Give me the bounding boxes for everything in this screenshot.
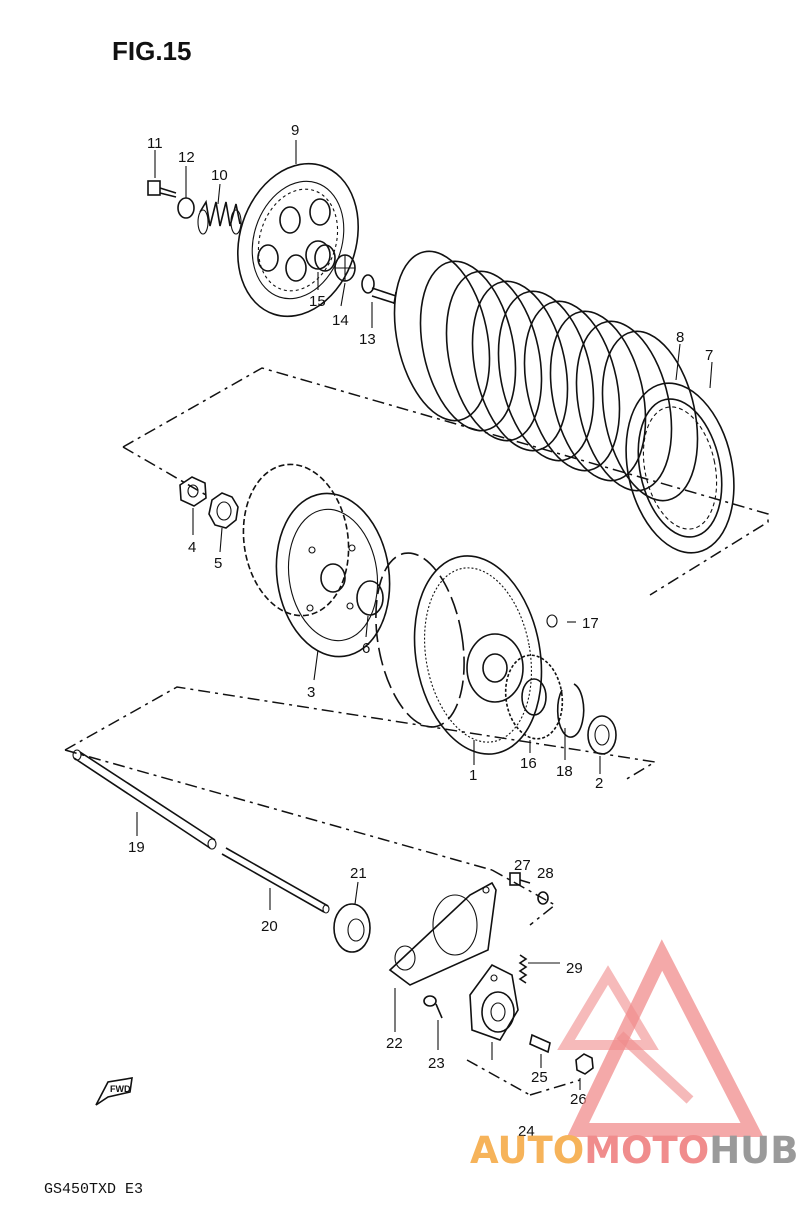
part-label: 8: [676, 329, 684, 346]
clutch-sleeve-hub-nut: [179, 476, 207, 507]
adjusting-screw: [529, 1033, 551, 1054]
part-label: 17: [582, 615, 599, 632]
part-label: 9: [291, 122, 299, 139]
plate-stack: [393, 250, 735, 554]
oil-pump-drive-gear: [504, 654, 564, 740]
part-label: 25: [531, 1069, 548, 1086]
part-label: 28: [537, 865, 554, 882]
clutch-push-rod-short: [221, 847, 330, 914]
part-label: 19: [128, 839, 145, 856]
part-label: 16: [520, 755, 537, 772]
forward-arrow-icon: FWD: [95, 1077, 133, 1106]
part-label: 26: [570, 1091, 587, 1108]
clutch-release-gasket: [388, 881, 497, 986]
part-label: 29: [566, 960, 583, 977]
primary-driven-gear-assembly: [375, 552, 558, 755]
part-label: 14: [332, 312, 349, 329]
lock-nut-26: [575, 1053, 594, 1075]
part-label: 20: [261, 918, 278, 935]
part-label: 23: [428, 1055, 445, 1072]
screw-23: [423, 995, 443, 1019]
automotohub-logo: [557, 939, 764, 1137]
group-boundaries: [64, 367, 769, 1096]
part-label: 3: [307, 684, 315, 701]
watermark-part1: AUTO: [470, 1129, 584, 1172]
part-label: 10: [211, 167, 228, 184]
oil-seal: [333, 903, 371, 953]
clutch-release-assembly: [469, 963, 519, 1041]
part-label: 24: [518, 1123, 535, 1140]
part-label: 11: [147, 135, 163, 152]
figure-title: FIG.15: [112, 36, 191, 66]
watermark-text: AUTOMOTOHUB: [470, 1129, 798, 1172]
screw-27: [509, 872, 531, 886]
thrust-washer: [356, 580, 384, 616]
part-label: 12: [178, 149, 195, 166]
washer-28: [537, 891, 549, 905]
spring-bolt: [147, 180, 177, 198]
watermark-part3: HUB: [709, 1129, 798, 1172]
watermark-part2: MOTO: [584, 1129, 709, 1172]
part-label: 13: [359, 331, 376, 348]
clutch-spring: [197, 199, 242, 235]
part-label: 2: [595, 775, 603, 792]
clutch-sleeve-hub: [242, 463, 391, 658]
part-label: 6: [362, 640, 370, 657]
part-label: 27: [514, 857, 531, 874]
model-code: GS450TXD E3: [44, 1181, 143, 1198]
release-rack: [361, 274, 397, 305]
washer-2: [587, 715, 617, 755]
spring-washer: [177, 197, 195, 219]
part-label: 18: [556, 763, 573, 780]
return-spring: [518, 954, 528, 984]
lock-washer: [208, 492, 239, 529]
release-bearing: [334, 254, 356, 282]
part-label: 4: [188, 539, 196, 556]
fwd-label: FWD: [110, 1084, 131, 1094]
part-label: 1: [469, 767, 477, 784]
part-labels: 11 12 10 9 15 14 13 8 7 4 5 6 3 17 1 16 …: [128, 122, 713, 1140]
part-label: 21: [350, 865, 367, 882]
part-label: 22: [386, 1035, 403, 1052]
part-label: 7: [705, 347, 713, 364]
circlip: [556, 683, 585, 738]
part-label: 15: [309, 293, 326, 310]
part-label: 5: [214, 555, 222, 572]
pressure-plate: [237, 162, 359, 318]
clutch-push-rod-long: [72, 749, 217, 850]
spring-washer-15: [305, 240, 331, 270]
leader-lines: [136, 140, 713, 1090]
